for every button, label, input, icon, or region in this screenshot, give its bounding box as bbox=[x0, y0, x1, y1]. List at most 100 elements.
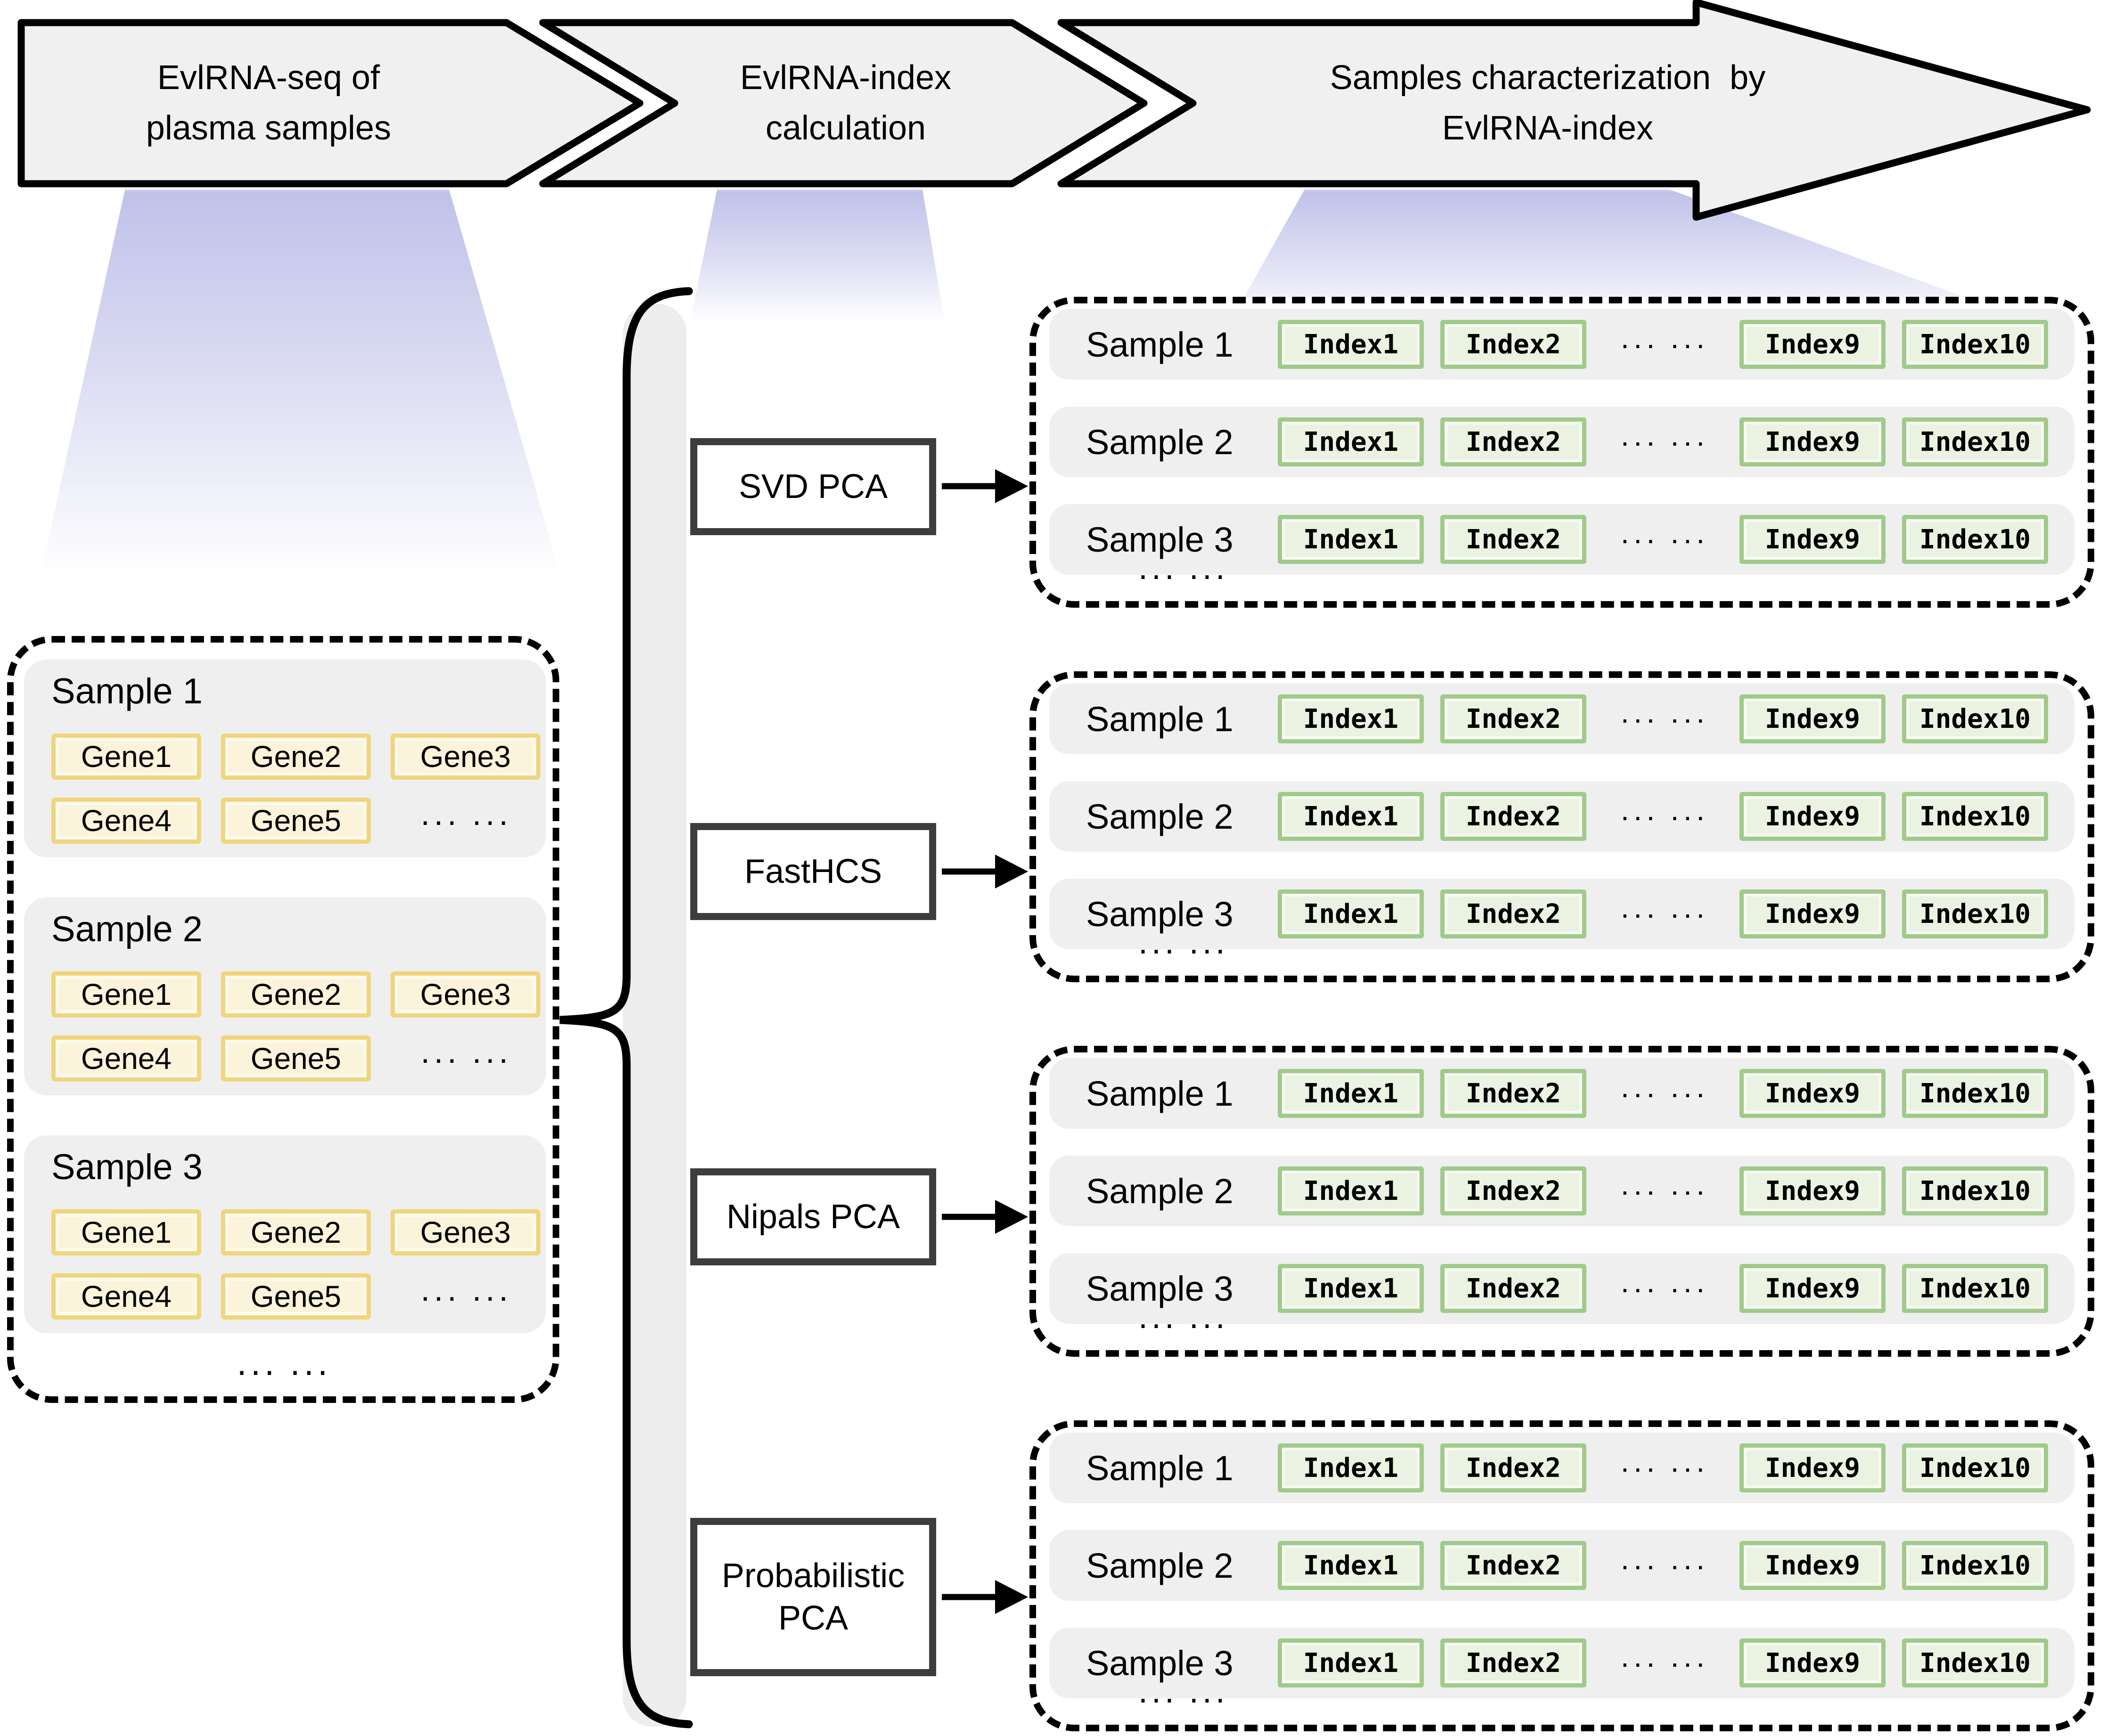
index-box: Index9 bbox=[1739, 515, 1886, 564]
index-box: Index1 bbox=[1278, 417, 1424, 466]
ellipsis-dots: ··· ··· bbox=[1137, 1305, 1228, 1343]
index-row: Sample 1 Index1 Index2 ··· ··· Index9 In… bbox=[1049, 1433, 2074, 1503]
gene-row: Gene1 Gene2 Gene3 bbox=[51, 971, 546, 1018]
index-box: Index9 bbox=[1739, 1166, 1886, 1215]
index-box: Index2 bbox=[1440, 515, 1586, 564]
index-box: Index10 bbox=[1902, 889, 2048, 938]
gene-box: Gene3 bbox=[391, 734, 540, 780]
ellipsis-dots: ··· ··· bbox=[1137, 556, 1228, 594]
index-results-panel: Sample 1 Index1 Index2 ··· ··· Index9 In… bbox=[1029, 297, 2094, 608]
index-box: Index10 bbox=[1902, 1443, 2048, 1492]
index-box: Index2 bbox=[1440, 1443, 1586, 1492]
light-beam-middle bbox=[689, 189, 946, 328]
index-box: Index1 bbox=[1278, 1638, 1424, 1687]
sample-label: Sample 1 bbox=[1086, 1448, 1233, 1488]
index-row: Sample 1 Index1 Index2 ··· ··· Index9 In… bbox=[1049, 1058, 2074, 1129]
flow-arrow-probabilistic bbox=[942, 1580, 1028, 1614]
step-arrow-1-line1: EvlRNA-seq of bbox=[157, 59, 380, 97]
sample-label: Sample 2 bbox=[1086, 422, 1233, 462]
index-results-panel: Sample 1 Index1 Index2 ··· ··· Index9 In… bbox=[1029, 1420, 2094, 1731]
index-box: Index10 bbox=[1902, 1166, 2048, 1215]
gene-box: Gene2 bbox=[221, 1209, 371, 1255]
index-box: Index2 bbox=[1440, 1264, 1586, 1313]
ellipsis-dots: ··· ··· bbox=[1620, 799, 1708, 833]
ellipsis-dots: ··· ··· bbox=[1137, 931, 1228, 969]
flow-arrow-fasthcs bbox=[942, 855, 1028, 888]
index-row: Sample 3 Index1 Index2 ··· ··· Index9 In… bbox=[1049, 879, 2074, 949]
ellipsis-dots: ··· ··· bbox=[419, 802, 512, 839]
index-row: Sample 2 Index1 Index2 ··· ··· Index9 In… bbox=[1049, 1530, 2074, 1601]
method-box-probabilistic-pca: Probabilistic PCA bbox=[690, 1518, 936, 1676]
ellipsis-dots: ··· ··· bbox=[1620, 897, 1708, 931]
ellipsis-dots: ··· ··· bbox=[1620, 1451, 1708, 1485]
index-box: Index9 bbox=[1739, 1264, 1886, 1313]
gene-box: Gene1 bbox=[51, 1209, 201, 1255]
sample-label: Sample 2 bbox=[1086, 1546, 1233, 1585]
gene-box: Gene2 bbox=[221, 734, 371, 780]
sample-label: Sample 3 bbox=[1086, 894, 1233, 934]
sample-card-title: Sample 1 bbox=[51, 671, 203, 711]
step-arrow-2-line2: calculation bbox=[765, 109, 926, 147]
gene-box: Gene4 bbox=[51, 1035, 201, 1082]
sample-label: Sample 3 bbox=[1086, 520, 1233, 559]
step-arrow-2-label: EvlRNA-index calculation bbox=[634, 53, 1058, 154]
index-box: Index10 bbox=[1902, 1638, 2048, 1687]
index-box: Index10 bbox=[1902, 694, 2048, 743]
index-box: Index1 bbox=[1278, 1541, 1424, 1590]
gene-box: Gene1 bbox=[51, 734, 201, 780]
index-box: Index1 bbox=[1278, 1264, 1424, 1313]
gene-box: Gene5 bbox=[221, 1035, 371, 1082]
sample-label: Sample 1 bbox=[1086, 699, 1233, 739]
ellipsis-dots: ··· ··· bbox=[1620, 1549, 1708, 1582]
index-row: Sample 3 Index1 Index2 ··· ··· Index9 In… bbox=[1049, 1253, 2074, 1324]
index-row: Sample 2 Index1 Index2 ··· ··· Index9 In… bbox=[1049, 1156, 2074, 1226]
index-box: Index9 bbox=[1739, 1638, 1886, 1687]
step-arrow-2-line1: EvlRNA-index bbox=[740, 59, 952, 97]
method-box-svd-pca: SVD PCA bbox=[690, 438, 936, 535]
gene-box: Gene3 bbox=[391, 971, 540, 1018]
index-box: Index9 bbox=[1739, 1443, 1886, 1492]
index-box: Index2 bbox=[1440, 1166, 1586, 1215]
step-arrow-1-line2: plasma samples bbox=[146, 109, 392, 147]
index-row: Sample 1 Index1 Index2 ··· ··· Index9 In… bbox=[1049, 309, 2074, 380]
ellipsis-dots: ··· ··· bbox=[236, 1351, 331, 1391]
index-box: Index1 bbox=[1278, 694, 1424, 743]
index-box: Index2 bbox=[1440, 1069, 1586, 1118]
index-box: Index2 bbox=[1440, 320, 1586, 369]
sample-label: Sample 3 bbox=[1086, 1643, 1233, 1683]
gene-row: Gene4 Gene5 ··· ··· bbox=[51, 1273, 546, 1320]
gene-row: Gene4 Gene5 ··· ··· bbox=[51, 1035, 546, 1082]
sample-card: Sample 2 Gene1 Gene2 Gene3 Gene4 Gene5 ·… bbox=[24, 897, 546, 1095]
index-box: Index9 bbox=[1739, 889, 1886, 938]
sample-label: Sample 1 bbox=[1086, 325, 1233, 364]
index-box: Index2 bbox=[1440, 1638, 1586, 1687]
method-box-nipals-pca: Nipals PCA bbox=[690, 1168, 936, 1265]
ellipsis-dots: ··· ··· bbox=[1620, 1646, 1708, 1680]
sample-label: Sample 3 bbox=[1086, 1269, 1233, 1308]
index-box: Index1 bbox=[1278, 1166, 1424, 1215]
gene-box: Gene5 bbox=[221, 1273, 371, 1320]
index-box: Index9 bbox=[1739, 792, 1886, 841]
ellipsis-dots: ··· ··· bbox=[1620, 1076, 1708, 1110]
index-row: Sample 3 Index1 Index2 ··· ··· Index9 In… bbox=[1049, 1628, 2074, 1698]
index-box: Index2 bbox=[1440, 417, 1586, 466]
index-box: Index9 bbox=[1739, 417, 1886, 466]
index-row: Sample 2 Index1 Index2 ··· ··· Index9 In… bbox=[1049, 407, 2074, 477]
flow-arrow-nipals bbox=[942, 1200, 1028, 1234]
gene-box: Gene1 bbox=[51, 971, 201, 1018]
ellipsis-dots: ··· ··· bbox=[1137, 1680, 1228, 1718]
index-row: Sample 1 Index1 Index2 ··· ··· Index9 In… bbox=[1049, 684, 2074, 754]
brace-spine bbox=[623, 304, 686, 1727]
index-box: Index10 bbox=[1902, 1264, 2048, 1313]
step-arrow-3-line1: Samples characterization by bbox=[1330, 59, 1766, 97]
gene-row: Gene1 Gene2 Gene3 bbox=[51, 1209, 546, 1255]
gene-box: Gene2 bbox=[221, 971, 371, 1018]
index-box: Index10 bbox=[1902, 1069, 2048, 1118]
step-arrow-3 bbox=[1057, 0, 2091, 221]
ellipsis-dots: ··· ··· bbox=[1620, 1174, 1708, 1208]
index-results-panel: Sample 1 Index1 Index2 ··· ··· Index9 In… bbox=[1029, 1046, 2094, 1357]
index-box: Index1 bbox=[1278, 1443, 1424, 1492]
ellipsis-dots: ··· ··· bbox=[1620, 1271, 1708, 1305]
